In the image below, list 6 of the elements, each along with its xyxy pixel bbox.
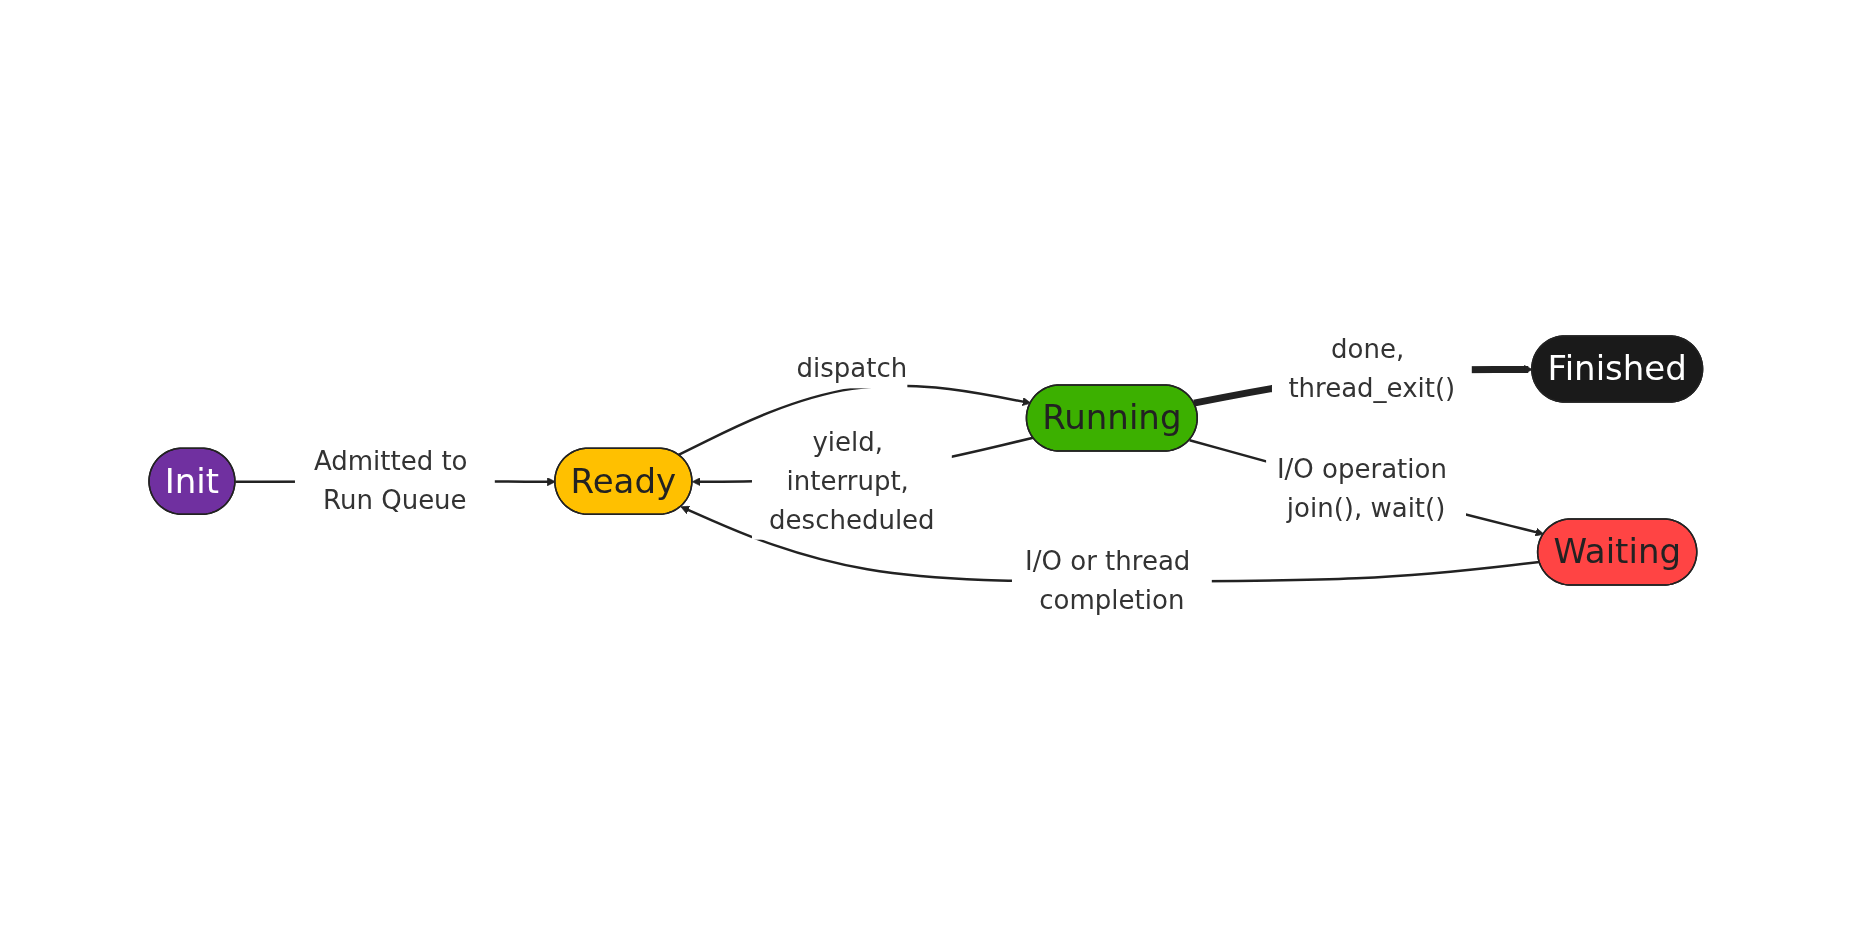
edge-label: dispatch [796,353,908,384]
edge-label: done, thread_exit() [1288,333,1456,403]
edge-label: yield, interrupt, descheduled [769,426,935,535]
edge-label: I/O operation join(), wait() [1277,454,1448,524]
edge-label: I/O or thread completion [1025,546,1191,616]
edge-label: Admitted to Run Queue [314,445,468,515]
